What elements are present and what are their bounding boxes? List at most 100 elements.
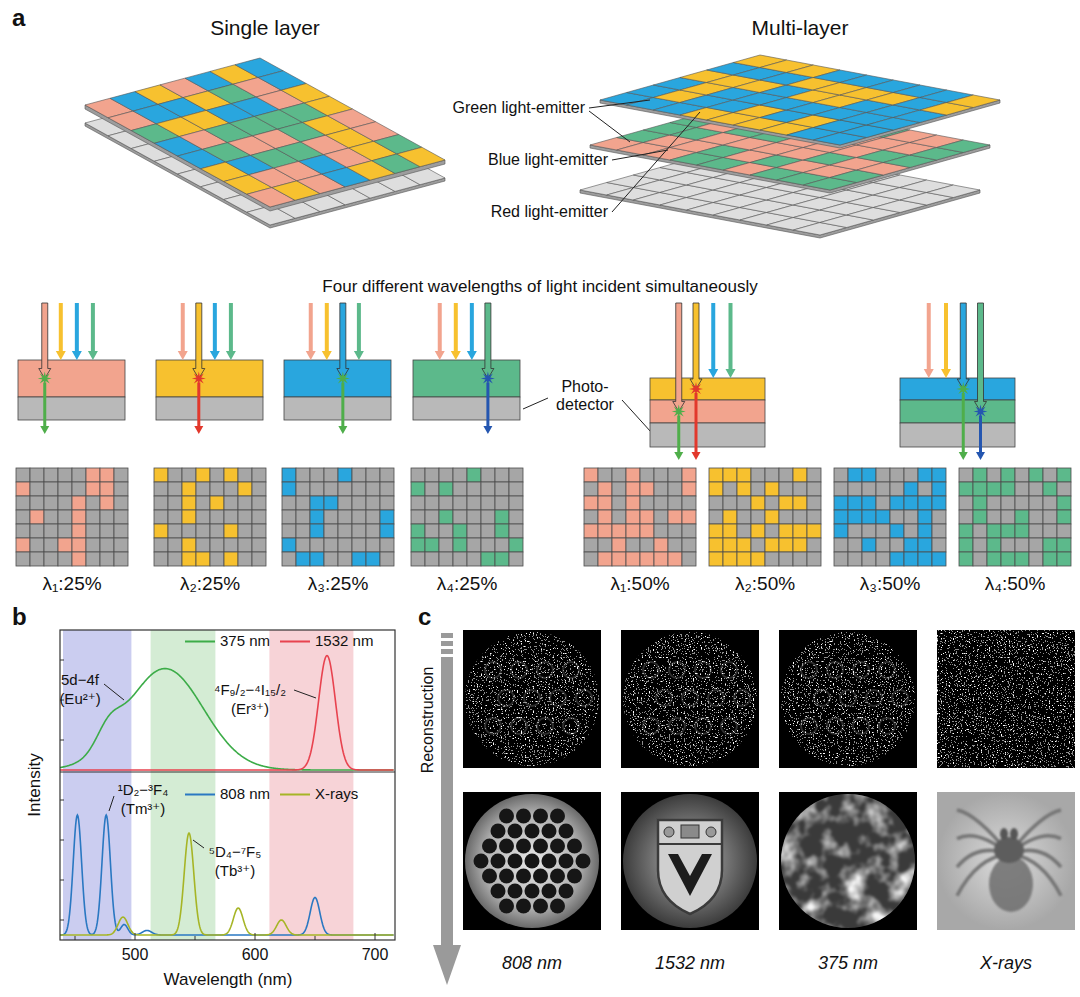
pixel-grid: [848, 482, 862, 496]
reconstructed-image: [658, 820, 722, 914]
cross-section: [156, 360, 263, 397]
speckle-image: [708, 690, 724, 706]
pixel-grid: [467, 496, 481, 510]
cross-section: [18, 303, 125, 434]
fraction-label: λ₃:25%: [308, 573, 369, 595]
pixel-grid: [1029, 538, 1043, 552]
pixel-grid: [380, 482, 394, 496]
pixel-grid: [324, 524, 338, 538]
reconstructed-image: [499, 869, 514, 884]
photodetector-layer: [284, 397, 391, 420]
reconstructed-image: [576, 854, 591, 869]
reconstructed-image: [550, 809, 565, 824]
pixel-grid: [296, 510, 310, 524]
image-tile: X-rays: [937, 792, 1075, 974]
emission-arrow: [40, 383, 49, 435]
pixel-grid: [30, 510, 44, 524]
cross-section: [18, 360, 125, 397]
pixel-grid: [793, 524, 807, 538]
pixel-grid: [380, 496, 394, 510]
reconstructed-image: [499, 809, 514, 824]
reconstructed-image: [567, 839, 582, 854]
pixel-grid: [876, 524, 890, 538]
pixel-grid: [779, 524, 793, 538]
pixel-grid: [495, 496, 509, 510]
pixel-grid: [100, 538, 114, 552]
pixel-grid: [310, 482, 324, 496]
emission-star: [192, 372, 206, 386]
pixel-grid: [987, 496, 1001, 510]
incident-arrow: [708, 303, 718, 378]
leader-line: [589, 111, 630, 142]
speckle-image: [537, 718, 553, 734]
pixel-grid: [352, 482, 366, 496]
pixel-grid: [890, 482, 904, 496]
pixel-grid: [1043, 496, 1057, 510]
pixel-grid: [296, 468, 310, 482]
pixel-grid: [793, 468, 807, 482]
speckle-image: [779, 630, 917, 768]
pixel-grid: [58, 496, 72, 510]
speckle-image: [563, 718, 579, 734]
pixel-grid: [310, 538, 324, 552]
reconstructed-image: [525, 854, 540, 869]
panel-letter: b: [12, 603, 27, 631]
speckle-image: [643, 718, 659, 734]
speckle-image: [576, 690, 592, 706]
pixel-grid: [86, 552, 100, 566]
pixel-grid: [848, 468, 862, 482]
pixel-grid: [834, 552, 848, 566]
pixel-grid: [114, 524, 128, 538]
cross-section: [284, 303, 391, 434]
incident-arrow: [941, 303, 951, 378]
pixel-grid: [296, 552, 310, 566]
pixel-grid: [598, 482, 612, 496]
pixel-grid: [324, 538, 338, 552]
pixel-grid: [626, 510, 640, 524]
pixel-grid: [682, 524, 696, 538]
photodetector-layer: [650, 423, 765, 447]
reconstructed-image: [621, 792, 759, 930]
pixel-grid: [439, 482, 453, 496]
speckle-image: [656, 690, 672, 706]
pixel-grid: [338, 524, 352, 538]
pixel-grid: [626, 524, 640, 538]
speckle-image: [669, 662, 685, 678]
pixel-grid: [862, 552, 876, 566]
pixel-grid: [1029, 482, 1043, 496]
pixel-grid: [765, 538, 779, 552]
pixel-grid: [425, 510, 439, 524]
speckle-image: [643, 662, 659, 678]
pixel-grid: [282, 538, 296, 552]
incident-arrow: [226, 303, 236, 360]
pixel-grid: [210, 552, 224, 566]
pixel-grid: [1001, 510, 1015, 524]
pixel-grid: [890, 496, 904, 510]
pixel-grid: [848, 552, 862, 566]
detector-label: Photo- detector: [549, 378, 621, 415]
pixel-grid: [16, 538, 30, 552]
reconstructed-image: [559, 854, 574, 869]
pixel-grid: [509, 496, 523, 510]
pixel-grid: [765, 482, 779, 496]
speckle-image: [463, 630, 601, 768]
pixel-grid: [709, 552, 723, 566]
layer-label: Green light-emitter: [453, 99, 586, 117]
emission-arrow: [959, 393, 968, 460]
speckle-image: [463, 630, 601, 768]
pixel-grid: [100, 524, 114, 538]
reconstructed-image: [463, 792, 601, 930]
pixel-grid: [114, 482, 128, 496]
pixel-grid: [168, 538, 182, 552]
pixel-grid: [252, 510, 266, 524]
pixel-grid: [640, 510, 654, 524]
pixel-grid: [425, 482, 439, 496]
pixel-grid: [72, 552, 86, 566]
speckle-image: [937, 630, 1075, 768]
pixel-grid: [862, 524, 876, 538]
speckle-image: [937, 630, 1075, 768]
panel-heading: Multi-layer: [752, 16, 849, 40]
pixel-grid: [324, 496, 338, 510]
reconstructed-image: [658, 843, 722, 845]
fraction-label: λ₄:50%: [985, 573, 1046, 595]
